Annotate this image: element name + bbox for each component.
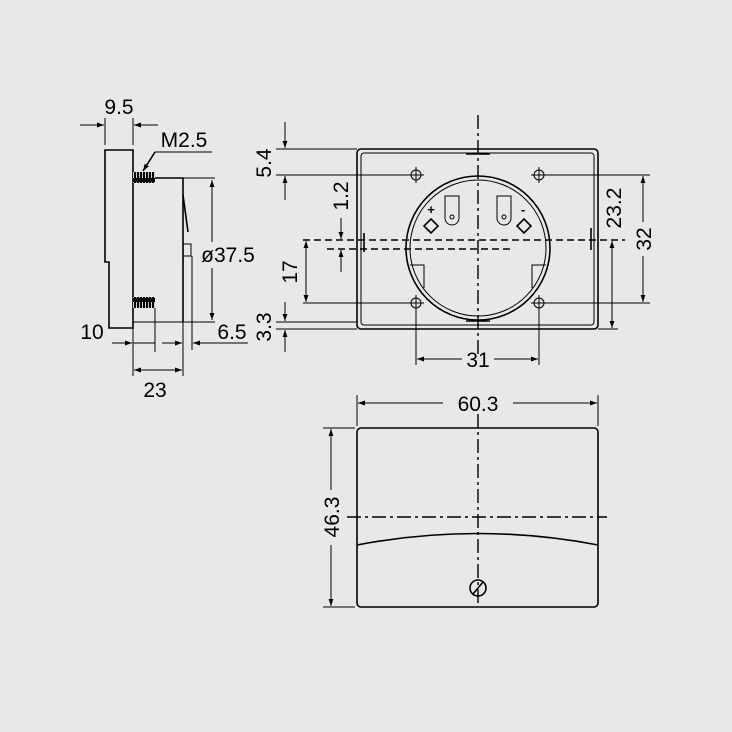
- front-view: 60.3 46.3: [321, 393, 607, 608]
- dim-diameter: ø37.5: [201, 244, 255, 267]
- dim-9-5: 9.5: [104, 96, 133, 119]
- zero-adjust-screw: [469, 579, 487, 597]
- dim-23: 23: [143, 379, 166, 402]
- dim-23-2: 23.2: [603, 188, 626, 229]
- terminal-minus: [496, 195, 512, 226]
- rear-view: + - 5.4 1.2 17 3.3 23.2 32 31: [253, 115, 656, 372]
- dim-3-3: 3.3: [253, 312, 276, 341]
- dim-46-3: 46.3: [321, 497, 344, 538]
- dim-32: 32: [633, 227, 656, 250]
- terminal-plus: [444, 195, 460, 226]
- dim-31: 31: [466, 349, 489, 372]
- thread-top: [133, 172, 155, 183]
- bracket: [155, 177, 184, 322]
- dim-60-3: 60.3: [458, 393, 499, 416]
- mount-holes: [408, 167, 547, 311]
- screw-minus: [515, 217, 533, 235]
- dim-17: 17: [279, 260, 302, 283]
- pointer-stub: [182, 243, 192, 257]
- dim-m2-5: M2.5: [161, 129, 208, 152]
- dim-5-4: 5.4: [253, 148, 276, 178]
- side-body: [104, 149, 134, 329]
- screw-plus: [422, 217, 440, 235]
- minus-label: -: [521, 202, 525, 217]
- dim-1-2: 1.2: [330, 181, 353, 210]
- dim-6-5: 6.5: [217, 321, 246, 344]
- dim-10: 10: [80, 321, 103, 344]
- plus-label: +: [427, 202, 435, 217]
- thread-bottom: [133, 297, 155, 308]
- side-view: 9.5 M2.5 ø37.5 10 6.5 23: [80, 96, 255, 402]
- pointer: [182, 194, 189, 233]
